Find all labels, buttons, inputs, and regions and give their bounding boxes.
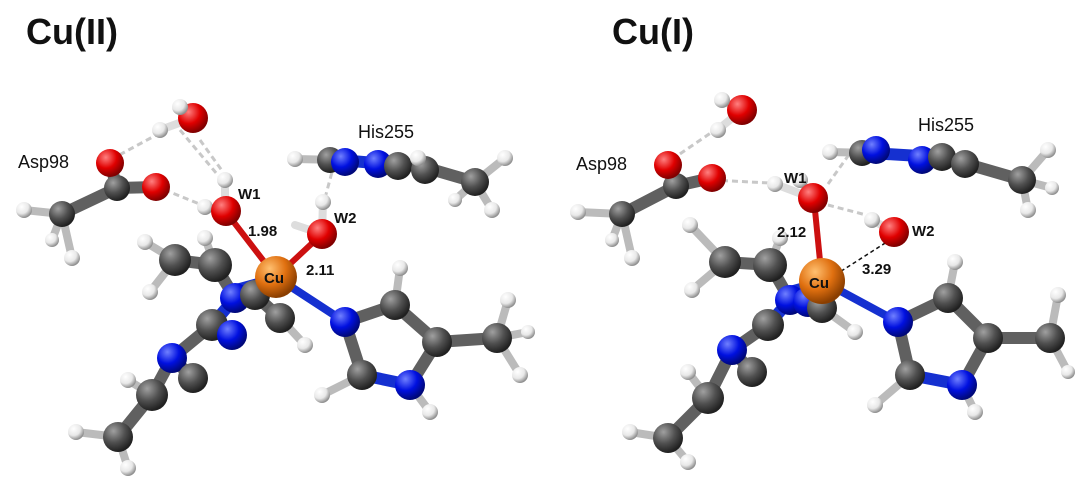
label-w1-cu1: W1 xyxy=(784,170,807,187)
label-asp98-cu2: Asp98 xyxy=(18,152,69,172)
label-w2-cu2: W2 xyxy=(334,210,357,227)
panel-title-cu2: Cu(II) xyxy=(26,11,118,52)
label-his255-cu1: His255 xyxy=(918,115,974,135)
panel-title-cu1: Cu(I) xyxy=(612,11,694,52)
distance-w1-cu1: 2.12 xyxy=(777,224,806,241)
distance-w2-cu1: 3.29 xyxy=(862,261,891,278)
label-w1-cu2: W1 xyxy=(238,186,261,203)
hbond-lines xyxy=(109,129,334,207)
label-w2-cu1: W2 xyxy=(912,223,935,240)
hbond-lines-cu1 xyxy=(667,126,871,218)
label-cu-cu2: Cu xyxy=(264,270,284,287)
label-his255-cu2: His255 xyxy=(358,122,414,142)
distance-w1-cu2: 1.98 xyxy=(248,223,277,240)
cu-w2-dashed-line xyxy=(834,239,891,276)
label-asp98-cu1: Asp98 xyxy=(576,154,627,174)
panel-cu1: Asp98 His255 W1 W2 2.12 3.29 Cu xyxy=(570,92,1075,470)
panel-cu2: Asp98 His255 W1 W2 1.98 2.11 Cu xyxy=(16,99,535,476)
atoms-cu2 xyxy=(16,99,535,476)
label-cu-cu1: Cu xyxy=(809,275,829,292)
atoms-cu1 xyxy=(570,92,1075,470)
distance-w2-cu2: 2.11 xyxy=(306,262,334,279)
